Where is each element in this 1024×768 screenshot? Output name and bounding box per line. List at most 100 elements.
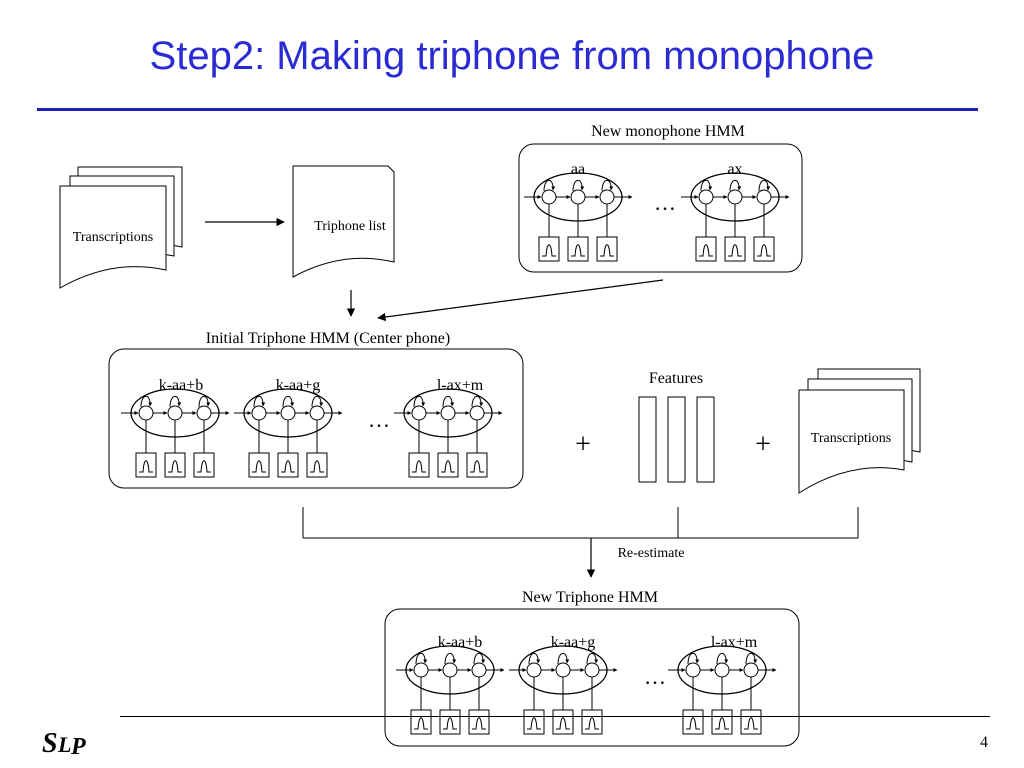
output-distribution-box (552, 709, 574, 735)
gaussian-curve (139, 460, 153, 473)
triphone-list-label: Triphone list (314, 219, 386, 234)
output-distribution-box (439, 709, 461, 735)
hmm-self-loop (729, 179, 742, 192)
hmm-self-loop (572, 179, 585, 192)
hmm-model: k-aa+b (121, 377, 230, 478)
hmm-state (541, 189, 557, 205)
hmm-state (756, 189, 772, 205)
plus-sign-1: + (575, 429, 591, 460)
hmm-state (440, 405, 456, 421)
feature-vector (638, 396, 657, 483)
title-rule (37, 108, 978, 111)
reestimate-label: Re-estimate (618, 546, 685, 561)
hmm-self-loop (413, 395, 426, 408)
hmm-state (138, 405, 154, 421)
feature-vector (696, 396, 715, 483)
output-distribution-box (740, 709, 762, 735)
output-distribution-box (695, 236, 717, 262)
hmm-self-loop (282, 395, 295, 408)
output-distribution-box (277, 452, 299, 478)
hmm-self-loop (198, 395, 211, 408)
output-distribution-box (468, 709, 490, 735)
hmm-model-label: ax (727, 161, 742, 178)
hmm-state (570, 189, 586, 205)
hmm-self-loop (444, 652, 457, 665)
gaussian-curve (571, 244, 585, 257)
hmm-model-label: k-aa+b (159, 377, 204, 394)
output-distribution-box (135, 452, 157, 478)
gaussian-curve (556, 717, 570, 730)
transcriptions-label-right: Transcriptions (811, 431, 891, 446)
gaussian-curve (197, 460, 211, 473)
new-triphone-ellipsis: … (644, 664, 666, 689)
output-distribution-box (408, 452, 430, 478)
initial-triphone-ellipsis: … (368, 407, 390, 432)
hmm-self-loop (557, 652, 570, 665)
gaussian-curve (470, 460, 484, 473)
plus-sign-2: + (755, 429, 771, 460)
transcriptions-label-left: Transcriptions (73, 230, 153, 245)
hmm-self-loop (415, 652, 428, 665)
gaussian-curve (600, 244, 614, 257)
output-distribution-box (711, 709, 733, 735)
hmm-state (743, 662, 759, 678)
hmm-self-loop (311, 395, 324, 408)
output-distribution-box (581, 709, 603, 735)
gaussian-curve (168, 460, 182, 473)
hmm-self-loop (758, 179, 771, 192)
page-number: 4 (980, 734, 988, 751)
hmm-state (599, 189, 615, 205)
hmm-model: k-aa+g (234, 377, 343, 478)
initial-triphone-box-title: Initial Triphone HMM (Center phone) (206, 330, 450, 347)
hmm-state (727, 189, 743, 205)
hmm-self-loop (253, 395, 266, 408)
gaussian-curve (585, 717, 599, 730)
gaussian-curve (252, 460, 266, 473)
gaussian-curve (542, 244, 556, 257)
reestimate-bracket (302, 507, 859, 578)
output-distribution-box (164, 452, 186, 478)
hmm-self-loop (716, 652, 729, 665)
hmm-state (526, 662, 542, 678)
output-distribution-box (538, 236, 560, 262)
output-distribution-box (753, 236, 775, 262)
hmm-model: k-aa+b (396, 634, 505, 735)
hmm-model-label: l-ax+m (711, 634, 758, 651)
output-distribution-box (306, 452, 328, 478)
gaussian-curve (686, 717, 700, 730)
svg-text:L: L (57, 732, 71, 757)
monophone-ellipsis: … (654, 190, 676, 215)
hmm-state (584, 662, 600, 678)
gaussian-curve (699, 244, 713, 257)
hmm-self-loop (471, 395, 484, 408)
output-distribution-box (523, 709, 545, 735)
hmm-model: ax (681, 161, 790, 262)
gaussian-curve (412, 460, 426, 473)
monophone-models: aa ax (524, 161, 790, 262)
hmm-model-label: aa (571, 161, 585, 178)
hmm-state (251, 405, 267, 421)
gaussian-curve (441, 460, 455, 473)
output-distribution-box (724, 236, 746, 262)
output-distribution-box (567, 236, 589, 262)
hmm-state (714, 662, 730, 678)
transcriptions-doc-left: Transcriptions (59, 166, 183, 289)
hmm-self-loop (528, 652, 541, 665)
new-triphone-box-title: New Triphone HMM (522, 589, 658, 606)
hmm-self-loop (140, 395, 153, 408)
hmm-state (280, 405, 296, 421)
svg-text:P: P (70, 734, 86, 760)
monophone-box-title: New monophone HMM (591, 123, 745, 140)
slp-logo: S L P (42, 728, 86, 760)
hmm-model-label: k-aa+b (438, 634, 483, 651)
output-distribution-box (466, 452, 488, 478)
hmm-self-loop (687, 652, 700, 665)
hmm-self-loop (586, 652, 599, 665)
feature-vector (667, 396, 686, 483)
hmm-self-loop (601, 179, 614, 192)
gaussian-curve (443, 717, 457, 730)
hmm-self-loop (700, 179, 713, 192)
hmm-state (442, 662, 458, 678)
